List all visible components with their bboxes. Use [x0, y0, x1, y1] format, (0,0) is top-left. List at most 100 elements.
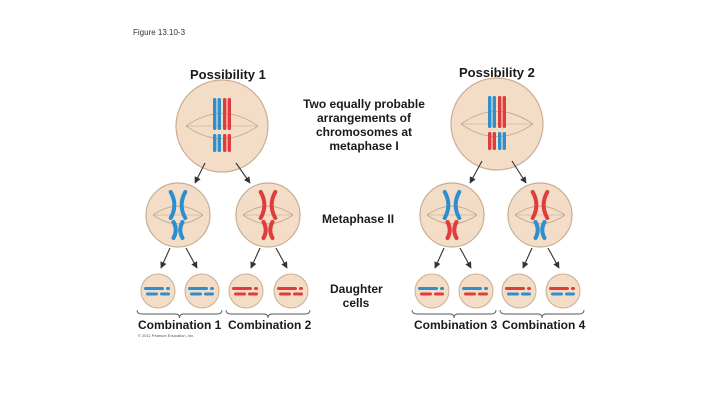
daughter-cell [273, 273, 309, 309]
spindle-fiber [185, 125, 259, 140]
chromosome [571, 287, 575, 290]
chromatid [213, 98, 217, 130]
chromosome [565, 292, 575, 296]
metaphase-i-cell-possibility-2 [450, 77, 544, 171]
chromosome [484, 287, 488, 290]
combination-bracket [499, 309, 585, 319]
chromosome [248, 292, 258, 296]
arrow [469, 160, 483, 184]
chromatid [217, 134, 221, 152]
combination-3-label: Combination 3 [414, 318, 498, 332]
chromosome [551, 292, 563, 296]
chromosome [507, 292, 519, 296]
chromosome [277, 287, 297, 290]
chromatid [533, 220, 540, 240]
chromosome [418, 287, 438, 290]
arrow [250, 247, 261, 269]
chromatid [453, 190, 462, 220]
chromatid [261, 220, 268, 240]
figure-label: Figure 13.10-3 [133, 28, 186, 37]
spindle-fiber [514, 205, 566, 216]
spindle-fiber [152, 205, 204, 216]
spindle-fiber [426, 205, 478, 216]
cell-membrane [545, 273, 581, 309]
metaphase-ii-cell-3 [419, 182, 485, 248]
chromatid [227, 134, 231, 152]
chromatid [223, 134, 227, 152]
chromosome [293, 292, 303, 296]
cell-membrane [501, 273, 537, 309]
chromosome [549, 287, 569, 290]
chromosome [279, 292, 291, 296]
chromosome [204, 292, 214, 296]
chromosome [146, 292, 158, 296]
daughter-cell [458, 273, 494, 309]
combination-bracket [225, 309, 311, 319]
arrow [160, 247, 171, 269]
chromosome [234, 292, 246, 296]
spindle-fiber [426, 214, 478, 225]
combination-2-label: Combination 2 [228, 318, 312, 332]
arrow [235, 162, 251, 184]
chromatid [442, 190, 451, 220]
daughter-cell [184, 273, 220, 309]
arrow [522, 247, 533, 269]
chromatid [171, 220, 178, 240]
chromosome [190, 292, 202, 296]
chromosome [420, 292, 432, 296]
chromosome [166, 287, 170, 290]
caption-line: chromosomes at [315, 125, 413, 139]
metaphase-i-caption: Two equally probable arrangements of chr… [294, 97, 434, 153]
chromosome [505, 287, 525, 290]
chromatid [498, 132, 502, 150]
chromatid [498, 96, 502, 128]
chromosome [521, 292, 531, 296]
spindle-fiber [152, 214, 204, 225]
chromosome [299, 287, 303, 290]
metaphase-ii-cell-2 [235, 182, 301, 248]
metaphase-ii-cell-4 [507, 182, 573, 248]
spindle-fiber [460, 110, 534, 125]
cell-membrane [184, 273, 220, 309]
chromatid [452, 220, 459, 240]
chromatid [492, 96, 496, 128]
chromatid [541, 190, 550, 220]
caption-line: metaphase I [329, 139, 399, 153]
arrow [434, 247, 445, 269]
daughter-cell [501, 273, 537, 309]
daughter-cell [545, 273, 581, 309]
chromatid [227, 98, 231, 130]
chromosome [434, 292, 444, 296]
spindle-fiber [242, 214, 294, 225]
chromatid [223, 98, 227, 130]
arrow [511, 160, 527, 184]
arrow [185, 247, 198, 269]
combination-bracket [136, 309, 223, 319]
spindle-fiber [514, 214, 566, 225]
chromatid [269, 190, 278, 220]
chromosome [144, 287, 164, 290]
chromatid [445, 220, 452, 240]
chromatid [217, 98, 221, 130]
daughter-label-line: Daughter [330, 282, 383, 296]
metaphase-i-cell-possibility-1 [175, 79, 269, 173]
copyright-text: © 2011 Pearson Education, Inc. [138, 333, 195, 338]
arrow [459, 247, 472, 269]
chromatid [540, 220, 547, 240]
chromosome [160, 292, 170, 296]
metaphase-ii-label: Metaphase II [322, 212, 395, 226]
metaphase-ii-cell-1 [145, 182, 211, 248]
combination-bracket [411, 309, 497, 319]
chromosome [188, 287, 208, 290]
daughter-cell [228, 273, 264, 309]
spindle-fiber [185, 112, 259, 127]
combination-4-label: Combination 4 [502, 318, 586, 332]
cell-membrane [414, 273, 450, 309]
daughter-cell [140, 273, 176, 309]
chromosome [478, 292, 488, 296]
chromosome [210, 287, 214, 290]
arrow [547, 247, 560, 269]
chromatid [488, 132, 492, 150]
chromatid [492, 132, 496, 150]
